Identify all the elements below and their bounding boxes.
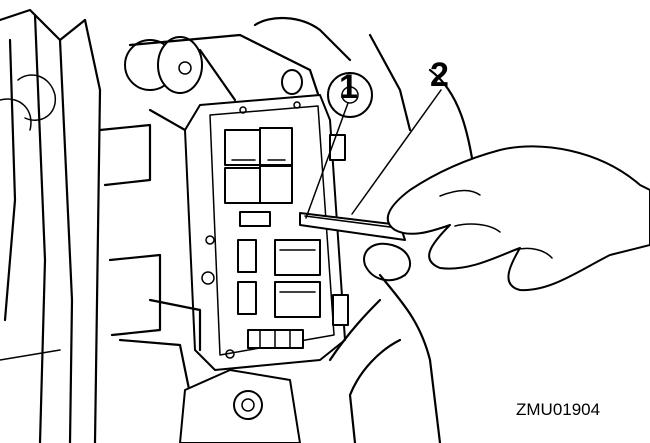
lower-mount [179, 369, 301, 443]
fuse-puller-tool [299, 212, 406, 241]
leader-line-1 [305, 102, 349, 219]
mounting-bracket [124, 16, 482, 202]
hand [328, 145, 650, 443]
leader-line-2 [351, 89, 442, 215]
relay-block-lower [274, 239, 321, 318]
callout-label-1: 1 [339, 68, 358, 106]
fuse-row [237, 211, 304, 349]
callout-leader-lines [305, 89, 442, 219]
figure-code: ZMU01904 [516, 400, 601, 419]
callout-label-2: 2 [430, 56, 449, 94]
relay-block-upper [224, 127, 293, 204]
